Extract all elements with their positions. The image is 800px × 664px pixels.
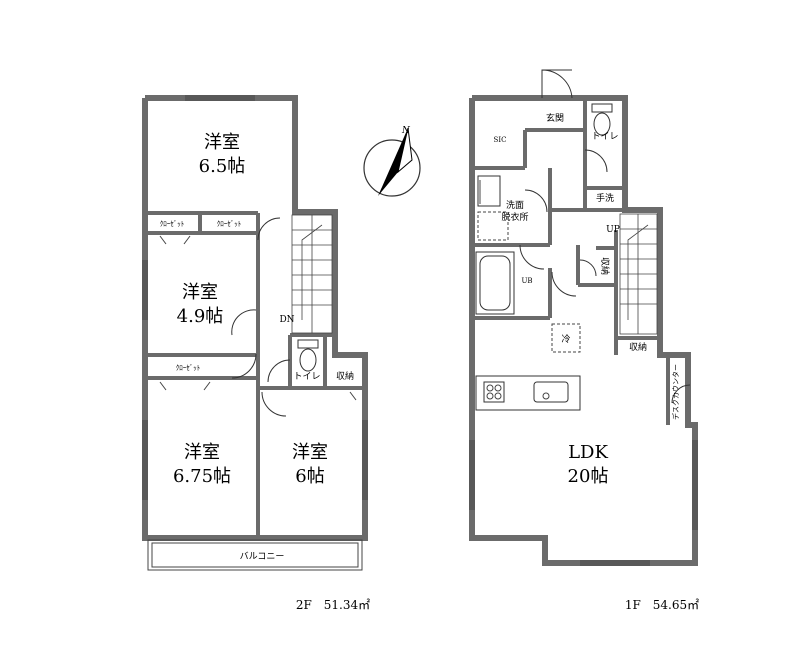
storage-label: 収納 [599, 257, 611, 275]
storage-label: 収納 [629, 341, 647, 353]
room-size: 6.5帖 [199, 156, 246, 177]
floor-2f: 洋室 6.5帖 洋室 4.9帖 洋室 6.75帖 洋室 6帖 ｸﾛｰｾﾞｯﾄ ｸ… [142, 95, 370, 612]
compass: N [363, 126, 421, 197]
room-size: 6帖 [295, 466, 324, 487]
desk-counter-label: デスクカウンター [671, 364, 680, 420]
closet-label: ｸﾛｰｾﾞｯﾄ [176, 364, 201, 372]
washroom-label: 脱衣所 [501, 211, 528, 223]
toilet-label: トイレ [293, 372, 320, 382]
stairs-up-label: UP [606, 225, 620, 235]
washroom-label: 洗面 [506, 199, 524, 211]
ldk-size: 20帖 [568, 466, 609, 487]
room-label: 洋室 [292, 442, 328, 463]
stairs-1f [619, 213, 658, 335]
stairs-2f [291, 214, 333, 334]
room-label: 洋室 [182, 282, 218, 303]
storage-label: 収納 [336, 370, 354, 382]
ldk-label: LDK [568, 442, 608, 463]
room-size: 6.75帖 [173, 466, 231, 487]
closet-label: ｸﾛｰｾﾞｯﾄ [160, 220, 185, 228]
floor-area-2f: 2F 51.34㎡ [296, 598, 370, 612]
compass-north-label: N [401, 126, 411, 136]
entrance-label: 玄関 [546, 112, 564, 124]
balcony-label: バルコニー [240, 551, 285, 562]
fridge-label: 冷 [561, 333, 570, 345]
floor-1f: SIC 玄関 トイレ 洗面 脱衣所 手洗 UP 収納 収納 UB 冷 デスクカウ… [469, 69, 699, 612]
floor-area-1f: 1F 54.65㎡ [625, 598, 699, 612]
toilet-label: トイレ [591, 132, 618, 142]
sic-label: SIC [494, 136, 507, 144]
stairs-down-label: DN [279, 315, 294, 325]
closet-label: ｸﾛｰｾﾞｯﾄ [217, 220, 242, 228]
handwash-label: 手洗 [596, 192, 614, 204]
unit-bath-label: UB [521, 277, 532, 285]
room-label: 洋室 [184, 442, 220, 463]
room-size: 4.9帖 [177, 306, 224, 327]
room-label: 洋室 [204, 132, 240, 153]
